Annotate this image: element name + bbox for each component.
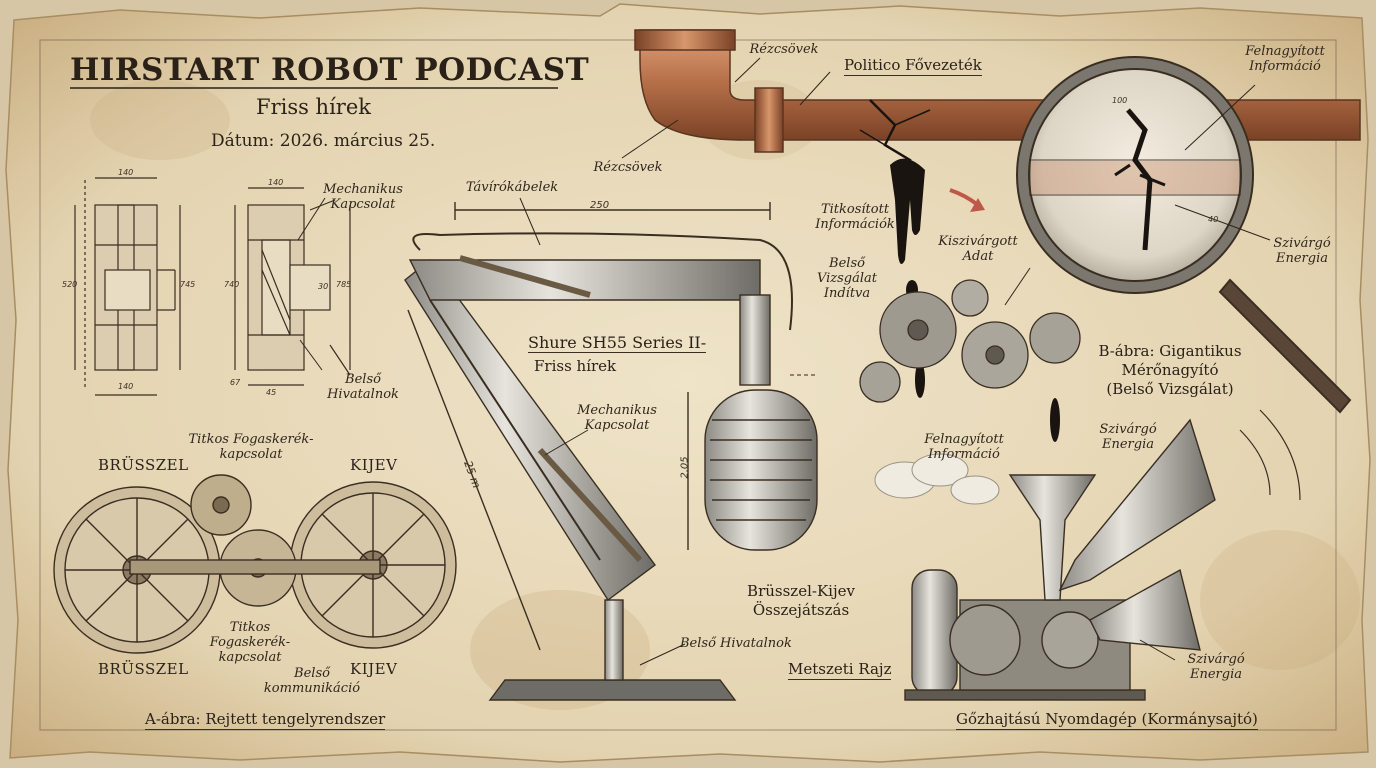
label-section-drawing: Metszeti Rajz <box>788 660 892 680</box>
stain <box>90 80 230 160</box>
dim-label: 45 <box>266 388 277 397</box>
microphone-boom <box>404 202 818 701</box>
label-secret-gear-coupling-bottom: Titkos Fogaskerék- kapcsolat <box>209 620 291 665</box>
label-internal-official: Belső Hivatalnok <box>327 372 399 402</box>
ink-leak <box>890 158 1060 442</box>
scale-mark: 40 <box>1208 215 1219 224</box>
dim-label: 140 <box>118 168 134 177</box>
magnifying-glass <box>1016 56 1352 414</box>
city-kyiv-bottom: KIJEV <box>350 660 398 678</box>
label-internal-officials-stand: Belső Hivatalnok <box>680 636 792 651</box>
city-brussels-bottom: BRÜSSZEL <box>98 660 189 678</box>
label-politico-main-pipe: Politico Fővezeték <box>844 56 982 76</box>
dim-label: 785 <box>336 280 352 289</box>
dim-label: 140 <box>268 178 284 187</box>
caption-steam-press: Gőzhajtású Nyomdagép (Kormánysajtó) <box>956 710 1258 730</box>
stain <box>1200 530 1360 670</box>
mic-model-subtitle: Friss hírek <box>534 357 617 375</box>
caption-figure-b: B-ábra: Gigantikus Mérőnagyító (Belső Vi… <box>1098 342 1242 398</box>
dim-label: 140 <box>118 382 134 391</box>
dim-label: 520 <box>62 280 78 289</box>
steam-cloud <box>874 453 1000 505</box>
mic-model-name: Shure SH55 Series II- <box>528 333 707 353</box>
gear-assembly <box>53 474 457 654</box>
label-enlarged-info-press: Felnagyított Információ <box>924 432 1004 462</box>
mic-stand-base <box>488 679 737 701</box>
label-internal-investigation: Belső Vizsgálat Indítva <box>816 256 878 301</box>
leader-lines <box>297 57 1271 666</box>
label-leaked-data: Kiszivárgott Adat <box>938 234 1018 264</box>
blueprint-drawing-right <box>234 187 351 386</box>
podcast-title: HIRSTART ROBOT PODCAST <box>70 52 590 88</box>
label-copper-pipes-left: Rézcsövek <box>593 160 663 175</box>
red-arrowhead <box>970 198 985 212</box>
label-internal-communication: Belső kommunikáció <box>263 666 361 696</box>
steam-press <box>904 409 1301 701</box>
label-leaking-energy-magnifier: Szivárgó Energia <box>1273 236 1331 266</box>
podcast-subtitle: Friss hírek <box>256 95 371 119</box>
city-kyiv-top: KIJEV <box>350 456 398 474</box>
city-brussels-top: BRÜSSZEL <box>98 456 189 474</box>
dim-label: 740 <box>224 280 240 289</box>
label-leaking-energy-top: Szivárgó Energia <box>1099 422 1157 452</box>
dim-label: 2.05 <box>679 456 691 479</box>
label-encrypted-information: Titkosított Információk <box>815 202 895 232</box>
dim-label: 745 <box>180 280 196 289</box>
label-mechanical-coupling-mic: Mechanikus Kapcsolat <box>577 403 657 433</box>
microphone-head <box>704 389 818 551</box>
label-telegraph-cables: Távírókábelek <box>465 180 559 195</box>
scale-mark: 100 <box>1112 96 1128 105</box>
label-mechanical-coupling-top: Mechanikus Kapcsolat <box>323 182 403 212</box>
leak-gears <box>859 279 1081 403</box>
label-leaking-energy-bottom: Szivárgó Energia <box>1187 652 1245 682</box>
caption-figure-a: A-ábra: Rejtett tengelyrendszer <box>145 710 386 730</box>
label-secret-gear-coupling-top: Titkos Fogaskerék- kapcsolat <box>188 432 314 462</box>
label-enlarged-info-magnifier: Felnagyított Információ <box>1245 44 1325 74</box>
label-copper-pipes-top: Rézcsövek <box>749 42 819 57</box>
label-brussels-kyiv-collusion: Brüsszel-Kijev Összejátszás <box>747 582 855 619</box>
dim-label: 67 <box>230 378 241 387</box>
blueprint-drawing-left <box>74 177 181 396</box>
broadcast-date: Dátum: 2026. március 25. <box>211 131 436 151</box>
dim-label: 30 <box>318 282 329 291</box>
dim-label: 250 <box>590 200 610 211</box>
